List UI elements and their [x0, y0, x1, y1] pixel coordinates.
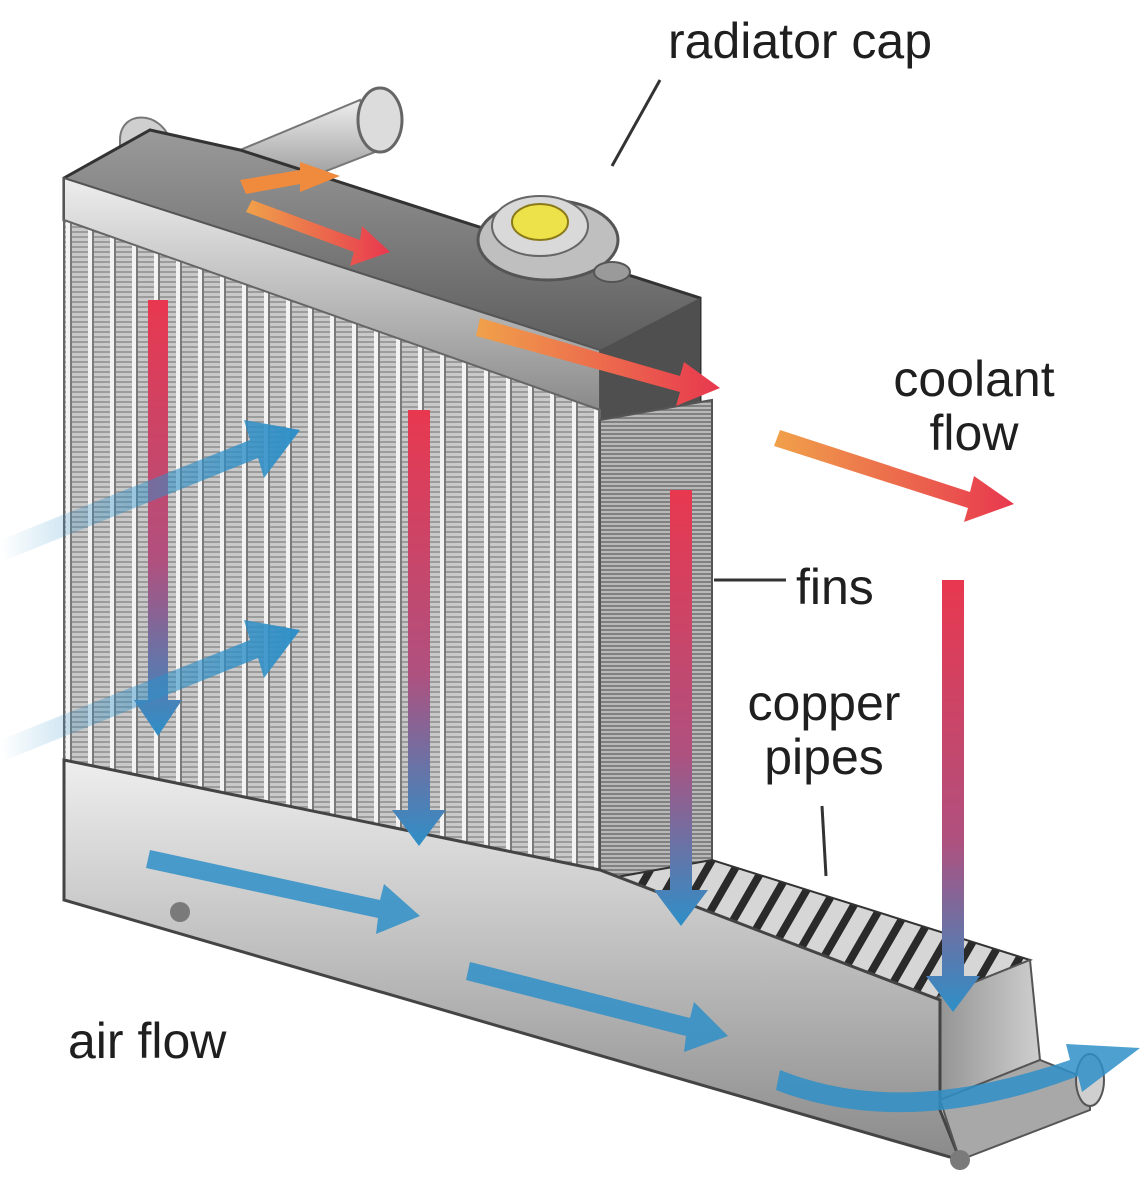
coolant-flow-arrow [774, 430, 1014, 522]
copper-pipes-label: copper pipes [724, 676, 924, 784]
copper-pipes-label-line1: copper [747, 675, 901, 731]
fins-label: fins [796, 559, 874, 615]
coolant-down-arrows [134, 300, 980, 1012]
coolant-flow-label-line1: coolant [893, 351, 1055, 407]
radiator-cap [476, 195, 631, 283]
coolant-tank-arrow [476, 318, 720, 406]
copper-pipes-label-line2: pipes [764, 729, 884, 785]
radiator-cap-leader [610, 79, 662, 167]
leader-lines [610, 79, 828, 877]
coolant-inlet-arrow [240, 162, 390, 266]
air-flow-arrows [0, 420, 1140, 1113]
copper-pipes-leader [820, 805, 828, 877]
coolant-flow-label-line2: flow [929, 405, 1019, 461]
radiator-cap-label: radiator cap [668, 13, 933, 69]
air-flow-label: air flow [68, 1013, 227, 1069]
coolant-flow-label: coolant flow [868, 352, 1080, 460]
side-fins [599, 398, 713, 882]
